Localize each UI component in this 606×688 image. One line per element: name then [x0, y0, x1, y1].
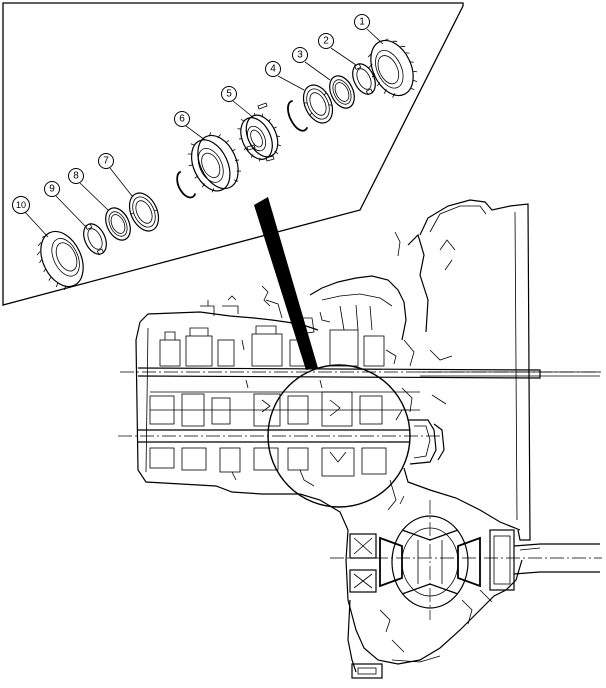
transaxle-cross-section	[118, 199, 602, 679]
callout-2-label: 2	[323, 36, 329, 47]
callout-5: 5	[221, 86, 237, 102]
callout-3-label: 3	[297, 50, 303, 61]
circlip-spring-upper	[287, 100, 309, 132]
detail-inset-panel	[2, 2, 464, 306]
part-6-sleeve-gear	[187, 132, 242, 193]
part-5-clutch-hub	[237, 112, 282, 162]
callout-leaders	[24, 28, 384, 238]
callout-2: 2	[318, 33, 334, 49]
callout-8: 8	[68, 168, 84, 184]
circlip-spring-lower	[176, 170, 197, 199]
callout-1: 1	[354, 14, 370, 30]
callout-7: 7	[98, 153, 114, 169]
callout-3: 3	[292, 47, 308, 63]
detail-highlight-circle	[267, 364, 411, 508]
detail-pointer-wedge	[254, 197, 318, 370]
part-9-ring	[83, 223, 107, 256]
callout-4-label: 4	[270, 64, 276, 75]
callout-10: 10	[12, 196, 30, 214]
hub-inserts	[246, 102, 275, 162]
callout-10-label: 10	[16, 200, 26, 210]
callout-4: 4	[265, 61, 281, 77]
callout-6-label: 6	[179, 114, 185, 125]
part-4-cone-ring	[302, 84, 334, 124]
callout-6: 6	[174, 111, 190, 127]
upper-gear-row	[159, 325, 385, 367]
differential	[345, 515, 523, 665]
callout-8-label: 8	[73, 171, 79, 182]
part-2-ring	[352, 63, 376, 96]
callout-9: 9	[44, 181, 60, 197]
part-8-cone-ring	[105, 207, 131, 241]
middle-gear-row	[149, 391, 383, 427]
callout-5-label: 5	[226, 89, 232, 100]
callout-9-label: 9	[49, 184, 55, 195]
callout-7-label: 7	[103, 156, 109, 167]
callout-1-label: 1	[359, 17, 365, 28]
lower-gear-row	[149, 447, 387, 481]
part-7-synchronizer-ring	[128, 192, 160, 232]
part-10-gear	[36, 230, 84, 291]
